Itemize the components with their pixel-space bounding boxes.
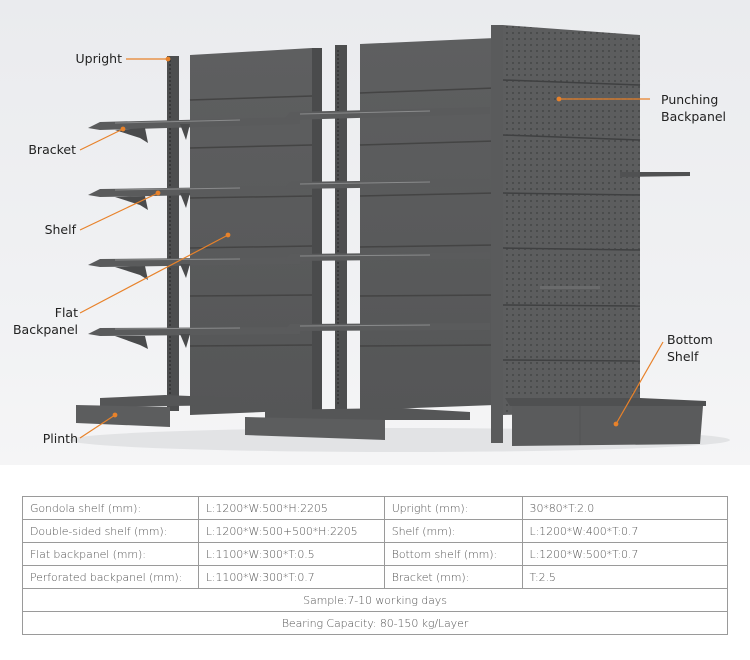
callout-lines	[79, 56, 664, 439]
spec-value: L:1200*W:500+500*H:2205	[197, 519, 385, 543]
callout-upright: Upright	[75, 51, 122, 66]
bottom-shelf-leader	[615, 341, 664, 425]
shelf-level-2	[88, 179, 490, 197]
spec-value: L:1100*W:300*T:0.7	[197, 565, 385, 589]
flat-backpanel-right	[359, 38, 496, 410]
callout-flat-backpanel: Flat Backpanel	[12, 305, 78, 337]
spec-label: Gondola shelf (mm):	[22, 496, 199, 520]
bracket-leader	[79, 128, 124, 151]
shelves	[88, 107, 490, 336]
upright-left	[167, 56, 179, 411]
table-row-sample: Sample:7-10 working days	[22, 588, 728, 612]
table-row: Perforated backpanel (mm): L:1100*W:300*…	[22, 565, 729, 589]
callout-plinth: Plinth	[42, 431, 78, 446]
gondola-shelf-drawing	[70, 25, 730, 452]
plinth-right	[245, 408, 470, 440]
spec-label: Upright (mm):	[383, 496, 523, 520]
shelf-level-3	[88, 252, 490, 267]
spec-value: T:2.5	[521, 565, 729, 589]
spec-label: Double-sided shelf (mm):	[22, 519, 199, 543]
shelf-level-1	[88, 107, 490, 130]
spec-value: L:1200*W:500*T:0.7	[521, 542, 729, 566]
plinth-left	[76, 395, 240, 427]
table-row: Gondola shelf (mm): L:1200*W:500*H:2205 …	[22, 496, 729, 520]
brackets	[115, 124, 190, 349]
shelf-leader	[79, 192, 159, 231]
spec-label: Bracket (mm):	[383, 565, 523, 589]
spec-value: L:1100*W:300*T:0.5	[197, 542, 385, 566]
spec-value: 30*80*T:2.0	[521, 496, 729, 520]
spec-label: Bottom shelf (mm):	[383, 542, 523, 566]
callout-shelf: Shelf	[44, 222, 76, 237]
bottom-shelf	[505, 398, 706, 446]
punching-backpanel-unit	[491, 25, 690, 443]
specification-table: Gondola shelf (mm): L:1200*W:500*H:2205 …	[22, 496, 729, 635]
table-row: Flat backpanel (mm): L:1100*W:300*T:0.5 …	[22, 542, 729, 566]
spec-value: L:1200*W:500*H:2205	[197, 496, 385, 520]
shelf-level-4	[88, 323, 490, 336]
spec-value: L:1200*W:400*T:0.7	[521, 519, 729, 543]
flat-backpanel-left	[189, 48, 313, 415]
sample-time: Sample:7-10 working days	[22, 588, 728, 612]
product-illustration: Upright Bracket Shelf Flat Backpanel Pli…	[0, 0, 750, 465]
callout-bracket: Bracket	[28, 142, 76, 157]
callout-punching-backpanel: Punching Backpanel	[661, 92, 727, 124]
table-row-capacity: Bearing Capacity: 80-150 kg/Layer	[22, 611, 728, 635]
spec-label: Perforated backpanel (mm):	[22, 565, 199, 589]
upright-middle-a	[312, 48, 322, 410]
spec-label: Shelf (mm):	[383, 519, 523, 543]
callout-bottom-shelf: Bottom Shelf	[667, 332, 713, 364]
spec-label: Flat backpanel (mm):	[22, 542, 199, 566]
flat-backpanel-leader	[79, 234, 229, 314]
bearing-capacity: Bearing Capacity: 80-150 kg/Layer	[22, 611, 728, 635]
plinth-leader	[79, 414, 116, 439]
table-row: Double-sided shelf (mm): L:1200*W:500+50…	[22, 519, 729, 543]
upright-middle-b	[335, 45, 347, 410]
